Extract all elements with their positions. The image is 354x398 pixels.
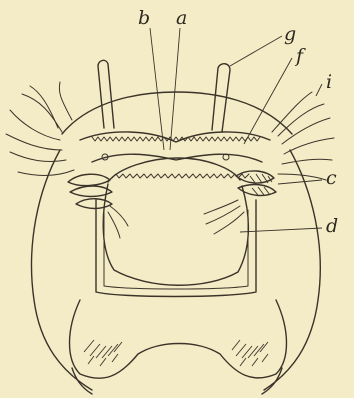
label-g: g xyxy=(284,23,296,45)
label-a: a xyxy=(176,7,187,29)
right-maxilla-seta-b xyxy=(206,206,240,224)
left-seta-5 xyxy=(6,134,62,150)
labium-outline xyxy=(70,300,287,378)
label-c: c xyxy=(326,167,337,189)
right-maxilla-seta-c xyxy=(214,212,244,234)
right-seta-5 xyxy=(282,159,332,164)
hook-left xyxy=(72,368,92,394)
cephalic-dome xyxy=(62,92,292,134)
label-d: d xyxy=(326,215,338,237)
leader-f xyxy=(244,58,292,144)
left-maxilla-seta-b xyxy=(108,212,120,238)
antenna-left xyxy=(98,60,114,128)
label-i: i xyxy=(326,71,332,93)
outer-capsule-right xyxy=(264,150,320,390)
buccal-cavity xyxy=(103,184,248,285)
mouth-outline xyxy=(108,158,240,182)
left-maxilla-lobe-1 xyxy=(68,174,110,185)
labium-bristles-left xyxy=(84,340,122,366)
leader-d xyxy=(240,228,322,232)
leader-a xyxy=(170,28,180,150)
labrum-serration-upper xyxy=(92,137,260,141)
leader-i xyxy=(316,84,322,96)
left-maxilla-lobe-2 xyxy=(70,186,112,197)
left-maxilla-lobe-3 xyxy=(76,199,112,209)
labium-bristles-right xyxy=(232,340,268,366)
left-seta-7 xyxy=(18,170,74,176)
leader-b xyxy=(150,28,164,150)
left-seta-3 xyxy=(59,82,72,120)
leader-g xyxy=(230,36,282,66)
left-maxilla-seta-a xyxy=(110,206,128,226)
mandible-teeth xyxy=(112,174,249,178)
label-b: b xyxy=(138,7,150,29)
right-maxilla-seta-a xyxy=(204,200,238,214)
label-f: f xyxy=(294,45,306,67)
leader-c xyxy=(278,180,322,184)
